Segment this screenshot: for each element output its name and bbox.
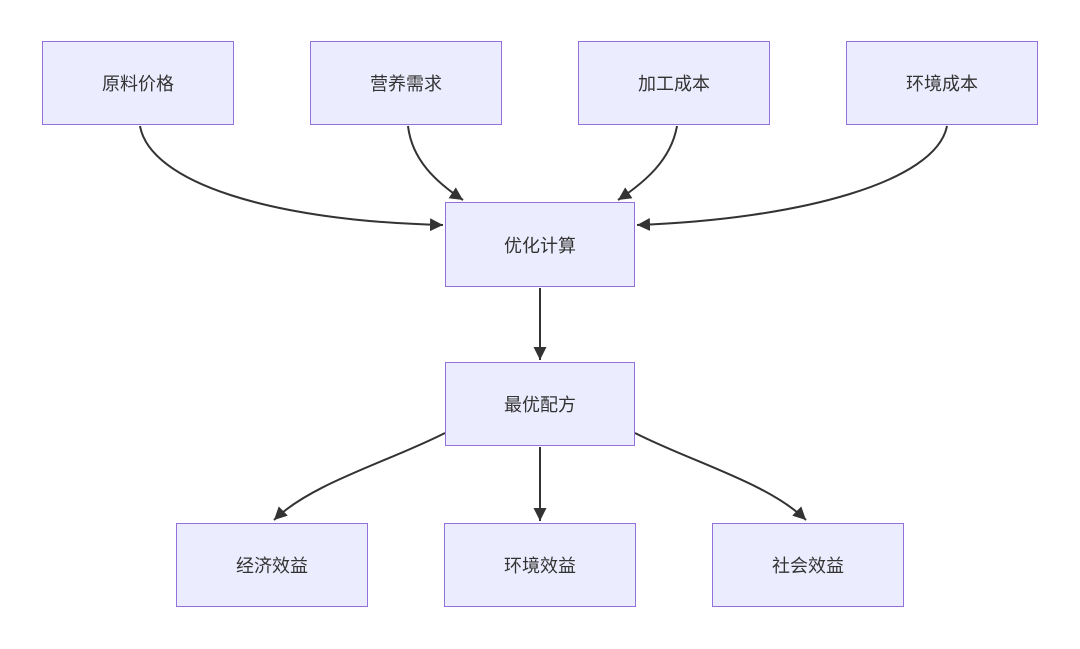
edge-nutrition-demand-to-optimization-calc xyxy=(407,125,464,201)
edge-environmental-cost-to-optimization-calc xyxy=(636,125,948,232)
node-social-benefit-label: 社会效益 xyxy=(772,556,844,576)
node-processing-cost-label: 加工成本 xyxy=(638,74,710,94)
node-environmental-cost: 环境成本 xyxy=(846,41,1038,125)
node-economic-benefit: 经济效益 xyxy=(176,523,368,607)
node-environmental-benefit: 环境效益 xyxy=(444,523,636,607)
edge-optimal-formula-to-economic-benefit xyxy=(273,432,446,521)
node-nutrition-demand: 营养需求 xyxy=(310,41,502,125)
node-raw-material-price: 原料价格 xyxy=(42,41,234,125)
node-environmental-cost-label: 环境成本 xyxy=(906,74,978,94)
edge-optimal-formula-to-social-benefit xyxy=(634,432,807,521)
node-optimal-formula-label: 最优配方 xyxy=(504,395,576,415)
edge-raw-material-price-to-optimization-calc xyxy=(139,125,444,232)
node-social-benefit: 社会效益 xyxy=(712,523,904,607)
node-economic-benefit-label: 经济效益 xyxy=(236,556,308,576)
node-optimization-calc-label: 优化计算 xyxy=(504,235,576,256)
node-raw-material-price-label: 原料价格 xyxy=(102,74,174,94)
node-nutrition-demand-label: 营养需求 xyxy=(370,74,442,94)
node-processing-cost: 加工成本 xyxy=(578,41,770,125)
edge-processing-cost-to-optimization-calc xyxy=(617,125,678,201)
node-optimal-formula: 最优配方 xyxy=(445,362,635,446)
node-optimization-calc: 优化计算 xyxy=(445,202,635,287)
node-environmental-benefit-label: 环境效益 xyxy=(504,556,576,576)
